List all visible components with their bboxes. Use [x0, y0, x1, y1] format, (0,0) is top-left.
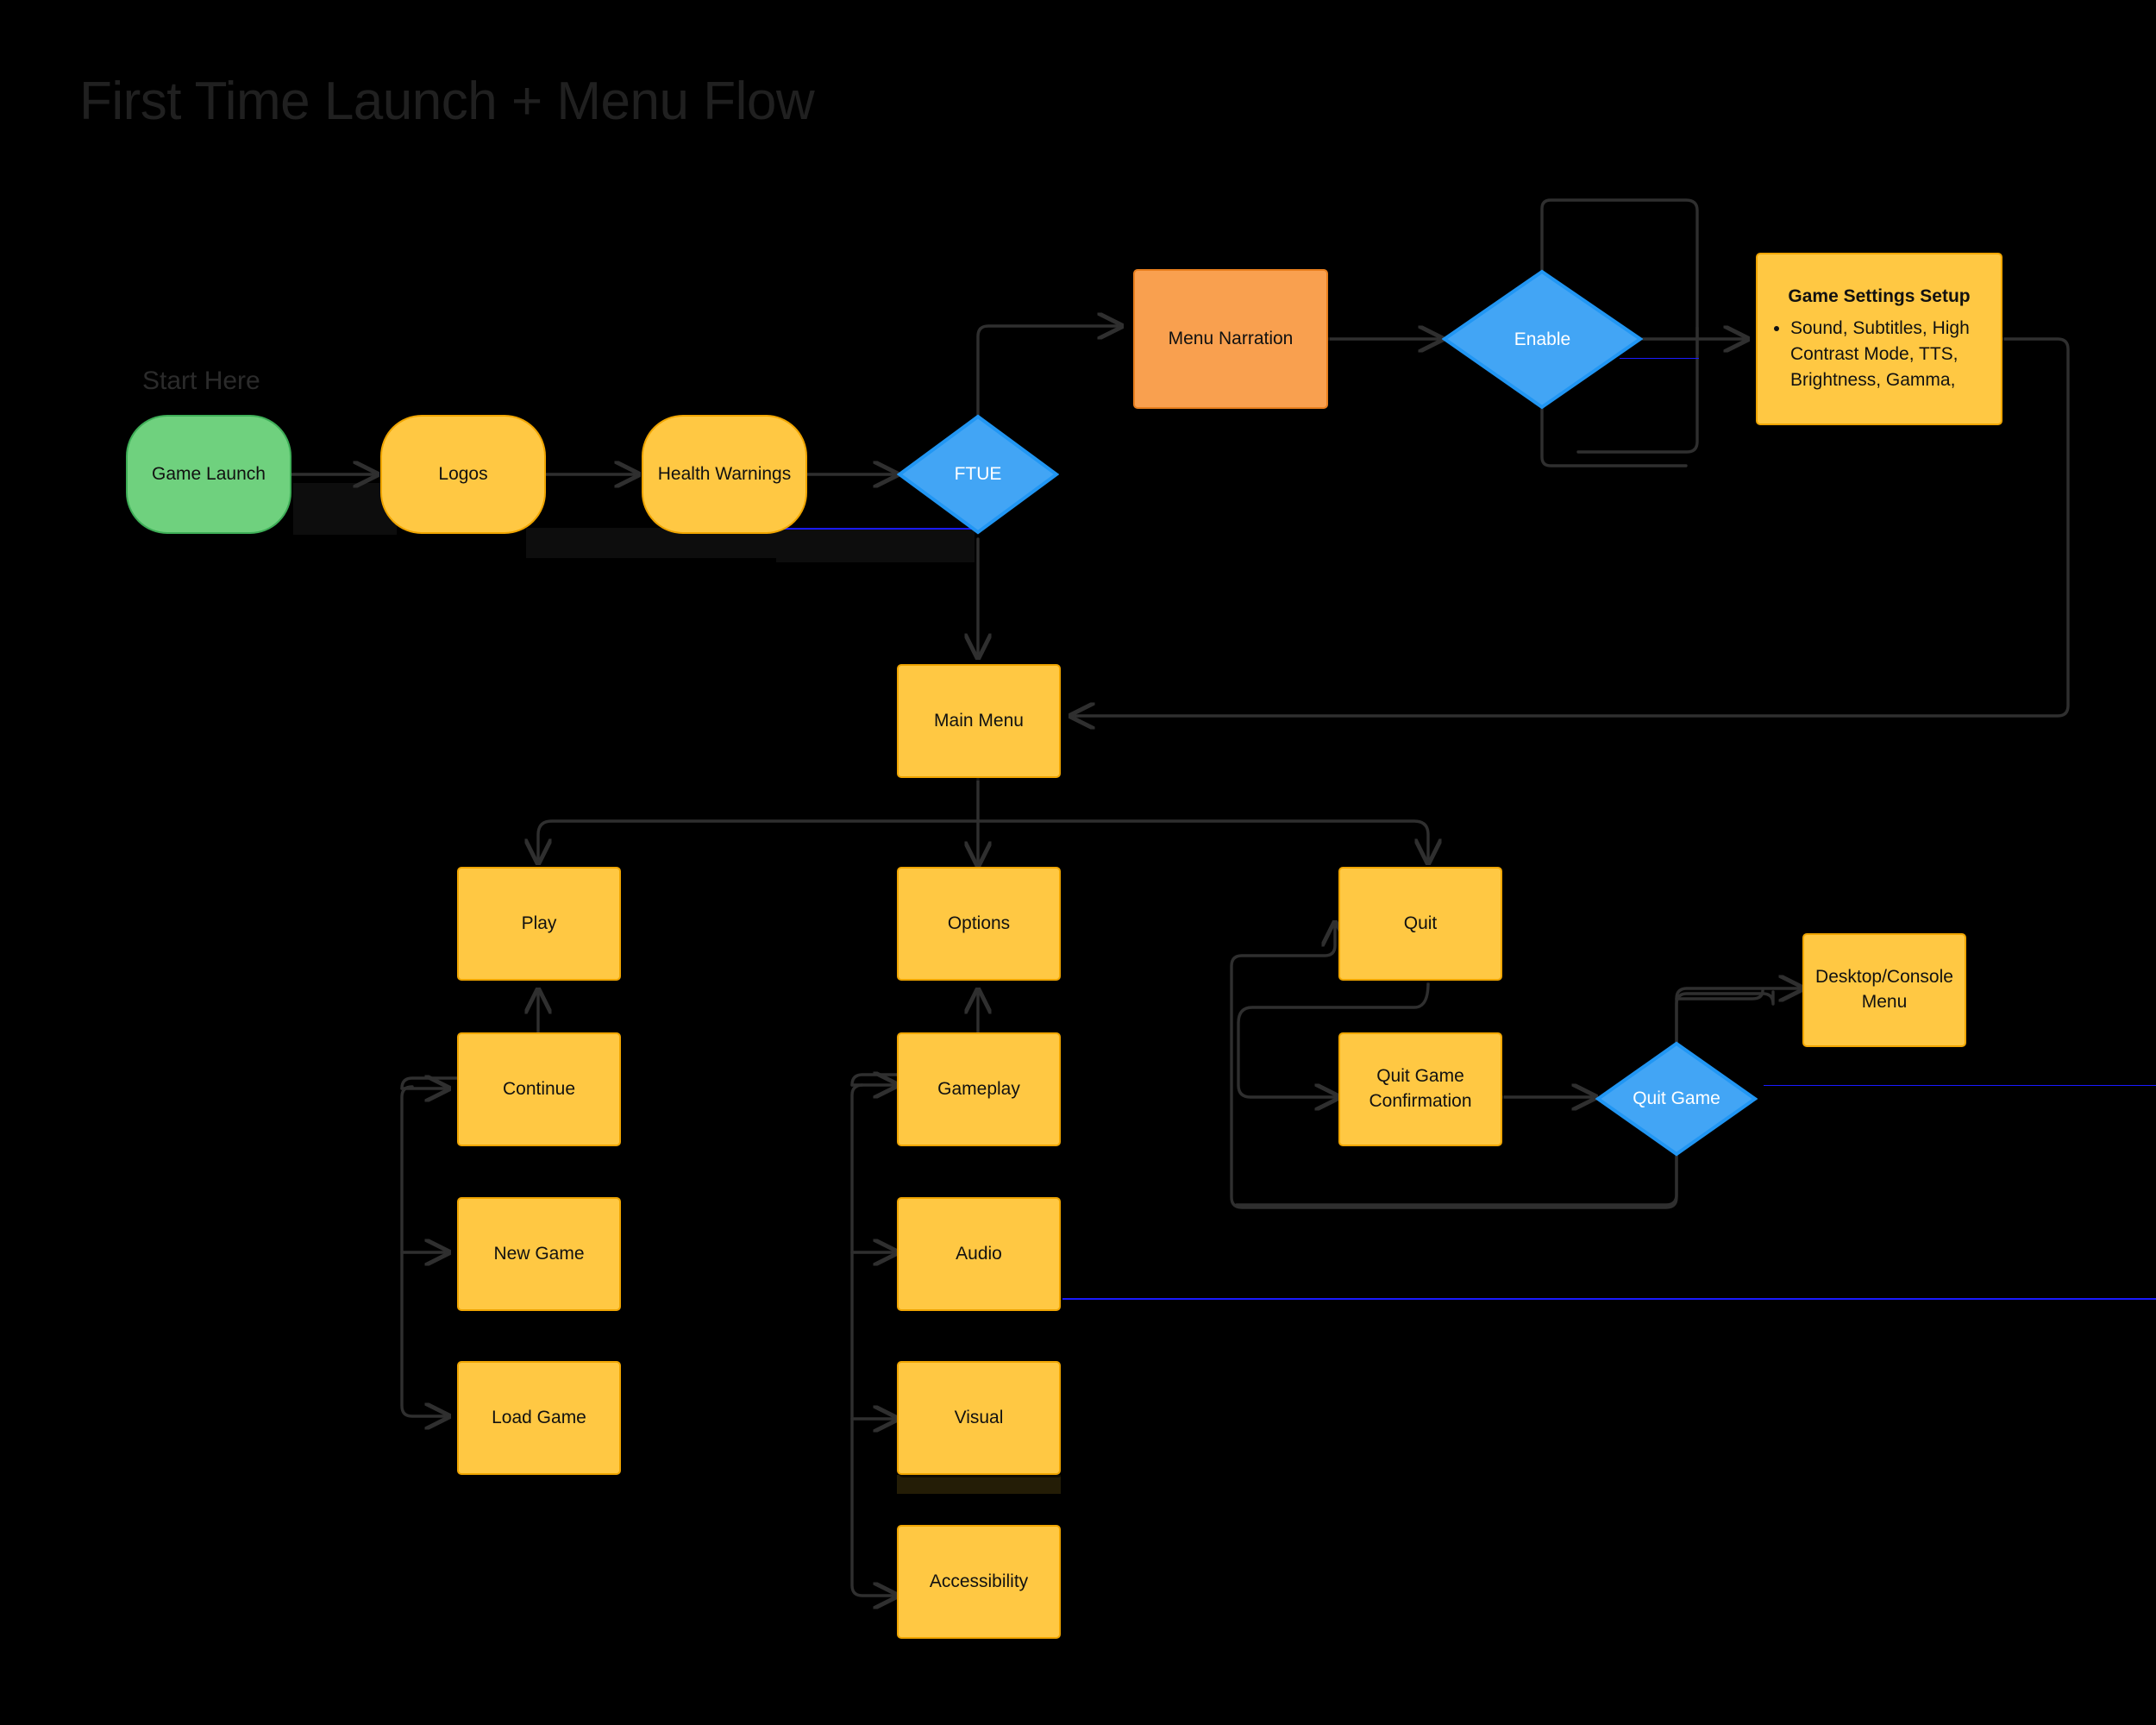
node-enable[interactable]: Enable	[1442, 269, 1643, 410]
node-label: Enable	[1514, 329, 1571, 349]
diamond-shape	[897, 414, 1059, 535]
node-label: Visual	[954, 1407, 1004, 1427]
node-label: Play	[521, 913, 557, 933]
start-here-label: Start Here	[142, 367, 260, 395]
node-label: Desktop/Console Menu	[1815, 967, 1953, 1012]
node-ftue[interactable]: FTUE	[897, 414, 1059, 535]
artifact-band	[776, 543, 975, 562]
node-new-game[interactable]: New Game	[457, 1197, 621, 1311]
artifact-band	[293, 483, 397, 535]
node-label: Health Warnings	[657, 463, 792, 484]
node-label: Game Launch	[152, 463, 266, 484]
node-label: Load Game	[492, 1407, 586, 1427]
node-label: FTUE	[954, 464, 1002, 485]
node-continue[interactable]: Continue	[457, 1032, 621, 1146]
settings-body: Game Settings Setup Sound, Subtitles, Hi…	[1758, 285, 2001, 392]
node-main-menu[interactable]: Main Menu	[897, 664, 1061, 778]
settings-bullet: Sound, Subtitles, High Contrast Mode, TT…	[1790, 316, 1987, 392]
page-title: First Time Launch + Menu Flow	[79, 72, 815, 131]
node-quit-game-confirmation[interactable]: Quit Game Confirmation	[1338, 1032, 1502, 1146]
node-load-game[interactable]: Load Game	[457, 1361, 621, 1475]
node-audio[interactable]: Audio	[897, 1197, 1061, 1311]
settings-title: Game Settings Setup	[1788, 286, 1971, 307]
node-accessibility[interactable]: Accessibility	[897, 1525, 1061, 1639]
node-quit[interactable]: Quit	[1338, 867, 1502, 981]
node-label: Options	[947, 913, 1011, 933]
node-play[interactable]: Play	[457, 867, 621, 981]
node-game-launch[interactable]: Game Launch	[126, 415, 291, 534]
node-label: New Game	[493, 1243, 585, 1264]
settings-bullet-list: Sound, Subtitles, High Contrast Mode, TT…	[1771, 316, 1987, 392]
node-visual[interactable]: Visual	[897, 1361, 1061, 1475]
artifact-line	[780, 528, 977, 530]
artifact-line	[1062, 1298, 2156, 1300]
node-game-settings-setup[interactable]: Game Settings Setup Sound, Subtitles, Hi…	[1756, 253, 2002, 425]
node-label: Quit Game	[1633, 1088, 1720, 1109]
node-label: Main Menu	[934, 710, 1024, 731]
node-label: Quit	[1403, 913, 1438, 933]
node-label: Audio	[956, 1243, 1002, 1264]
node-label: Menu Narration	[1168, 328, 1294, 348]
node-gameplay[interactable]: Gameplay	[897, 1032, 1061, 1146]
node-label: Continue	[502, 1078, 576, 1099]
node-options[interactable]: Options	[897, 867, 1061, 981]
node-menu-narration[interactable]: Menu Narration	[1133, 269, 1328, 409]
artifact-band	[897, 1475, 1061, 1494]
node-quit-game[interactable]: Quit Game	[1595, 1041, 1758, 1157]
node-logos[interactable]: Logos	[380, 415, 546, 534]
node-label: Logos	[438, 463, 488, 484]
node-health-warnings[interactable]: Health Warnings	[642, 415, 807, 534]
node-label: Accessibility	[929, 1571, 1029, 1591]
node-desktop-console-menu[interactable]: Desktop/Console Menu	[1802, 933, 1966, 1047]
node-label: Quit Game Confirmation	[1369, 1066, 1472, 1111]
node-label: Gameplay	[937, 1078, 1020, 1099]
artifact-line	[1764, 1085, 2156, 1086]
